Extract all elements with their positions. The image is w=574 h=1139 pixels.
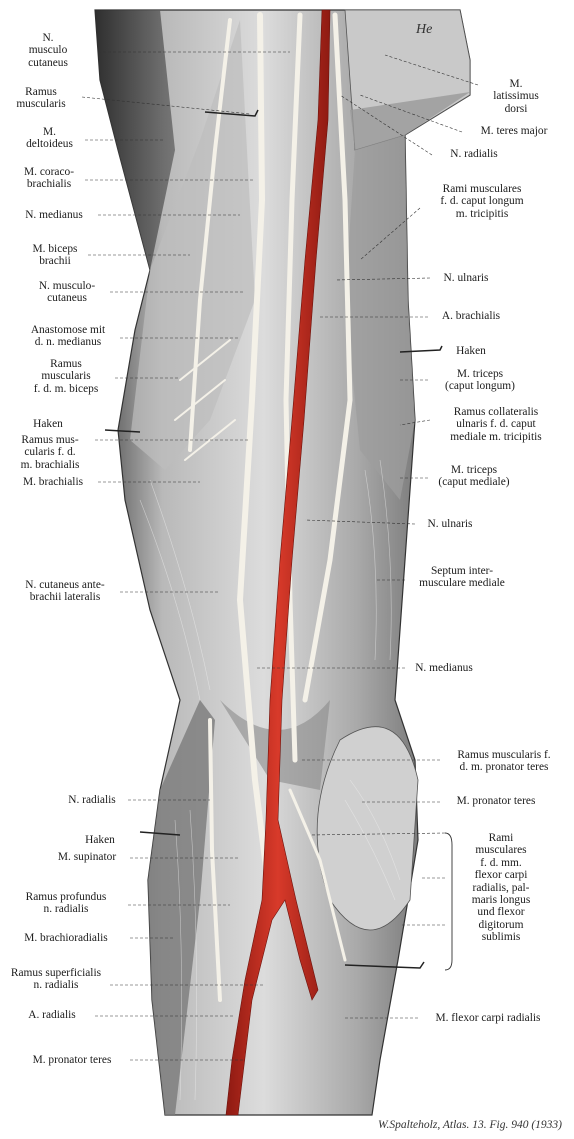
label-m-brachialis: M. brachialis [22, 476, 84, 488]
label-ramus-superficialis: Ramus superficialis n. radialis [10, 967, 102, 992]
label-haken-right: Haken [456, 345, 486, 357]
label-ramus-collateralis: Ramus collateralis ulnaris f. d. caput m… [450, 406, 542, 443]
label-m-coracobrachialis: M. coraco- brachialis [24, 166, 74, 191]
label-n-cutaneus-antebrachii: N. cutaneus ante- brachii lateralis [25, 579, 105, 604]
label-haken-1: Haken [33, 418, 63, 430]
label-n-ulnaris-2: N. ulnaris [427, 518, 473, 530]
label-n-medianus: N. medianus [25, 209, 83, 221]
label-bracket [444, 832, 453, 971]
label-haken-2: Haken [85, 834, 115, 846]
label-ramus-muscularis-pronator: Ramus muscularis f. d. m. pronator teres [457, 749, 551, 774]
label-n-radialis-right: N. radialis [450, 148, 498, 160]
label-rami-musculares-flexor: Rami musculares f. d. mm. flexor carpi r… [471, 832, 531, 944]
label-m-teres-major: M. teres major [480, 125, 548, 137]
label-m-latissimus-dorsi: M. latissimus dorsi [493, 78, 539, 115]
label-m-flexor-carpi-radialis: M. flexor carpi radialis [435, 1012, 541, 1024]
label-n-ulnaris-1: N. ulnaris [443, 272, 489, 284]
label-m-pronator-teres-right: M. pronator teres [456, 795, 536, 807]
label-m-deltoideus: M. deltoideus [26, 126, 73, 151]
corner-mark: He [416, 22, 433, 37]
label-m-biceps-brachii: M. biceps brachii [32, 243, 78, 268]
label-m-triceps-mediale: M. triceps (caput mediale) [438, 464, 510, 489]
label-n-musculocutaneus-1: N. musculo cutaneus [28, 32, 68, 69]
label-ramus-profundus: Ramus profundus n. radialis [25, 891, 107, 916]
label-rami-musculares-tricipitis: Rami musculares f. d. caput longum m. tr… [440, 183, 524, 220]
label-a-brachialis: A. brachialis [441, 310, 501, 322]
label-ramus-muscularis-brachialis: Ramus mus- cularis f. d. m. brachialis [20, 434, 80, 471]
label-septum-intermusculare: Septum inter- musculare mediale [419, 565, 505, 590]
label-a-radialis: A. radialis [28, 1009, 76, 1021]
label-m-triceps-longum: M. triceps (caput longum) [445, 368, 515, 393]
nerve-bundle [174, 12, 353, 1002]
label-n-medianus-right: N. medianus [415, 662, 473, 674]
label-ramus-muscularis: Ramus muscularis [16, 86, 66, 111]
artery-brachialis [225, 9, 331, 1116]
figure-credit: W.Spalteholz, Atlas. 13. Fig. 940 (1933) [378, 1119, 562, 1131]
label-n-radialis-left: N. radialis [68, 794, 116, 806]
hook-icons [104, 109, 443, 969]
label-m-brachioradialis: M. brachioradialis [24, 932, 108, 944]
label-anastomose: Anastomose mit d. n. medianus [30, 324, 106, 349]
label-m-pronator-teres-left: M. pronator teres [32, 1054, 112, 1066]
label-m-supinator: M. supinator [57, 851, 117, 863]
leader-lines [81, 51, 479, 1061]
label-ramus-muscularis-biceps: Ramus muscularis f. d. m. biceps [33, 358, 99, 395]
label-n-musculocutaneus-2: N. musculo- cutaneus [38, 280, 96, 305]
